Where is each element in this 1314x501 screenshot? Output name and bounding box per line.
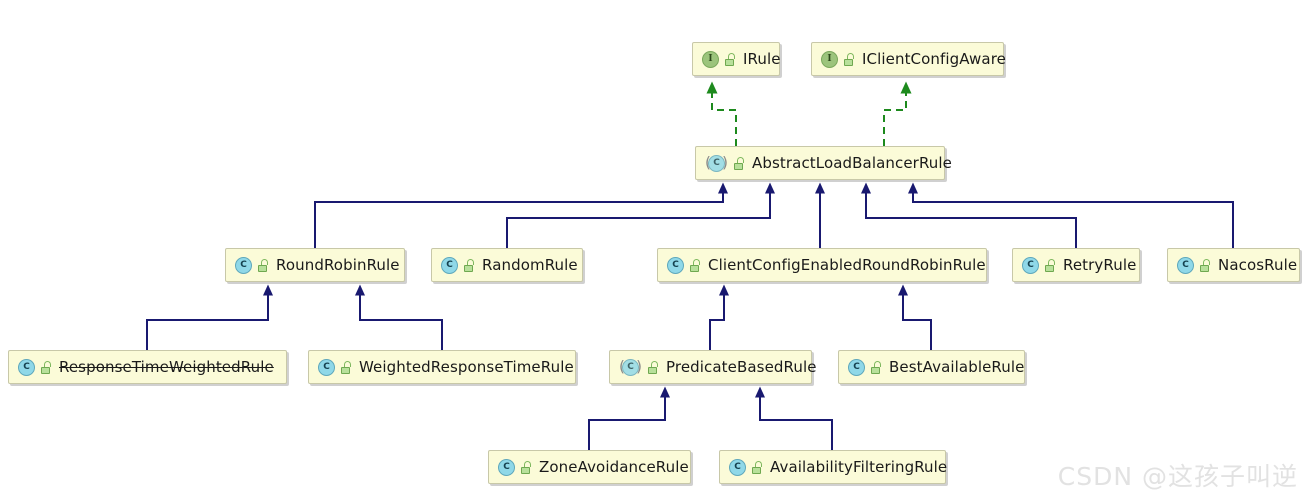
unlocked-padlock-icon [1200,258,1211,272]
class-node-random[interactable]: C RandomRule [431,248,583,282]
class-icon: C [318,358,335,376]
class-node-abstractlb[interactable]: C AbstractLoadBalancerRule [695,146,952,180]
type-glyph: C [498,458,515,476]
class-node-label: AbstractLoadBalancerRule [752,153,952,172]
class-node-label: ClientConfigEnabledRoundRobinRule [708,255,986,274]
class-node-retry[interactable]: C RetryRule [1012,248,1140,282]
type-glyph: C [1177,256,1194,274]
interface-icon: I [821,50,838,68]
class-icon: C [729,458,746,476]
class-node-bestavailable[interactable]: C BestAvailableRule [838,350,1025,384]
class-node-label: RandomRule [482,255,578,274]
type-glyph: C [441,256,458,274]
edge-abstractlb-to-iclientconfigaware [883,81,912,146]
class-icon: C [18,358,35,376]
class-node-roundrobin[interactable]: C RoundRobinRule [225,248,405,282]
edge-zoneavoidance-to-predicatebased [588,386,670,450]
type-glyph: C [622,358,639,376]
inheritance-edges [146,182,1234,450]
class-node-label: WeightedResponseTimeRule [359,357,574,376]
csdn-watermark: CSDN @这孩子叫逆 [1057,462,1298,491]
edge-bestavailable-to-clientcfgrr [898,284,932,350]
class-node-label: PredicateBasedRule [666,357,817,376]
class-node-label: IRule [743,49,781,68]
edge-weightedresptime-to-roundrobin [355,284,443,350]
unlocked-padlock-icon [341,360,352,374]
class-icon: C [1177,256,1194,274]
unlocked-padlock-icon [734,156,745,170]
class-node-iclientconfig[interactable]: I IClientConfigAware [811,42,1006,76]
unlocked-padlock-icon [648,360,659,374]
class-icon: C [498,458,515,476]
edge-nacos-to-abstractlb [908,182,1234,248]
edge-availfiltering-to-predicatebased [755,386,833,450]
class-icon: C [235,256,252,274]
class-node-label: RoundRobinRule [276,255,400,274]
class-node-label: ResponseTimeWeightedRule [59,357,274,376]
type-glyph: C [1022,256,1039,274]
type-glyph: C [667,256,684,274]
unlocked-padlock-icon [844,52,855,66]
class-node-nacos[interactable]: C NacosRule [1167,248,1300,282]
edge-abstractlb-to-irule [706,81,737,146]
class-node-label: IClientConfigAware [862,49,1006,68]
class-node-label: RetryRule [1063,255,1137,274]
type-glyph: C [18,358,35,376]
class-node-weightedresptime[interactable]: C WeightedResponseTimeRule [308,350,576,384]
class-node-label: ZoneAvoidanceRule [539,457,689,476]
unlocked-padlock-icon [725,52,736,66]
interface-icon: I [702,50,719,68]
class-icon: C [441,256,458,274]
class-node-label: AvailabilityFilteringRule [770,457,948,476]
class-node-resptimeweighted[interactable]: C ResponseTimeWeightedRule [8,350,287,384]
edge-predicatebased-to-clientcfgrr [709,284,729,350]
edge-retry-to-abstractlb [861,182,1077,248]
class-icon: C [1022,256,1039,274]
class-node-label: BestAvailableRule [889,357,1025,376]
class-node-label: NacosRule [1218,255,1298,274]
type-glyph: C [235,256,252,274]
unlocked-padlock-icon [871,360,882,374]
class-node-availfiltering[interactable]: C AvailabilityFilteringRule [719,450,948,484]
unlocked-padlock-icon [1045,258,1056,272]
class-node-zoneavoidance[interactable]: C ZoneAvoidanceRule [488,450,691,484]
unlocked-padlock-icon [521,460,532,474]
edge-random-to-abstractlb [506,182,775,248]
type-glyph: C [318,358,335,376]
class-icon: C [848,358,865,376]
type-glyph: I [702,50,719,68]
realization-edges [706,81,912,146]
abstract-class-icon: C [619,358,642,376]
abstract-class-icon: C [705,154,728,172]
type-glyph: C [729,458,746,476]
unlocked-padlock-icon [464,258,475,272]
unlocked-padlock-icon [258,258,269,272]
unlocked-padlock-icon [752,460,763,474]
unlocked-padlock-icon [690,258,701,272]
class-icon: C [667,256,684,274]
type-glyph: C [848,358,865,376]
class-node-irule[interactable]: I IRule [692,42,780,76]
type-glyph: I [821,50,838,68]
class-node-clientcfgrr[interactable]: C ClientConfigEnabledRoundRobinRule [657,248,987,282]
class-node-predicatebased[interactable]: C PredicateBasedRule [609,350,816,384]
unlocked-padlock-icon [41,360,52,374]
edge-roundrobin-to-abstractlb [314,182,728,248]
type-glyph: C [708,154,725,172]
edge-resptimeweighted-to-roundrobin [146,284,273,350]
